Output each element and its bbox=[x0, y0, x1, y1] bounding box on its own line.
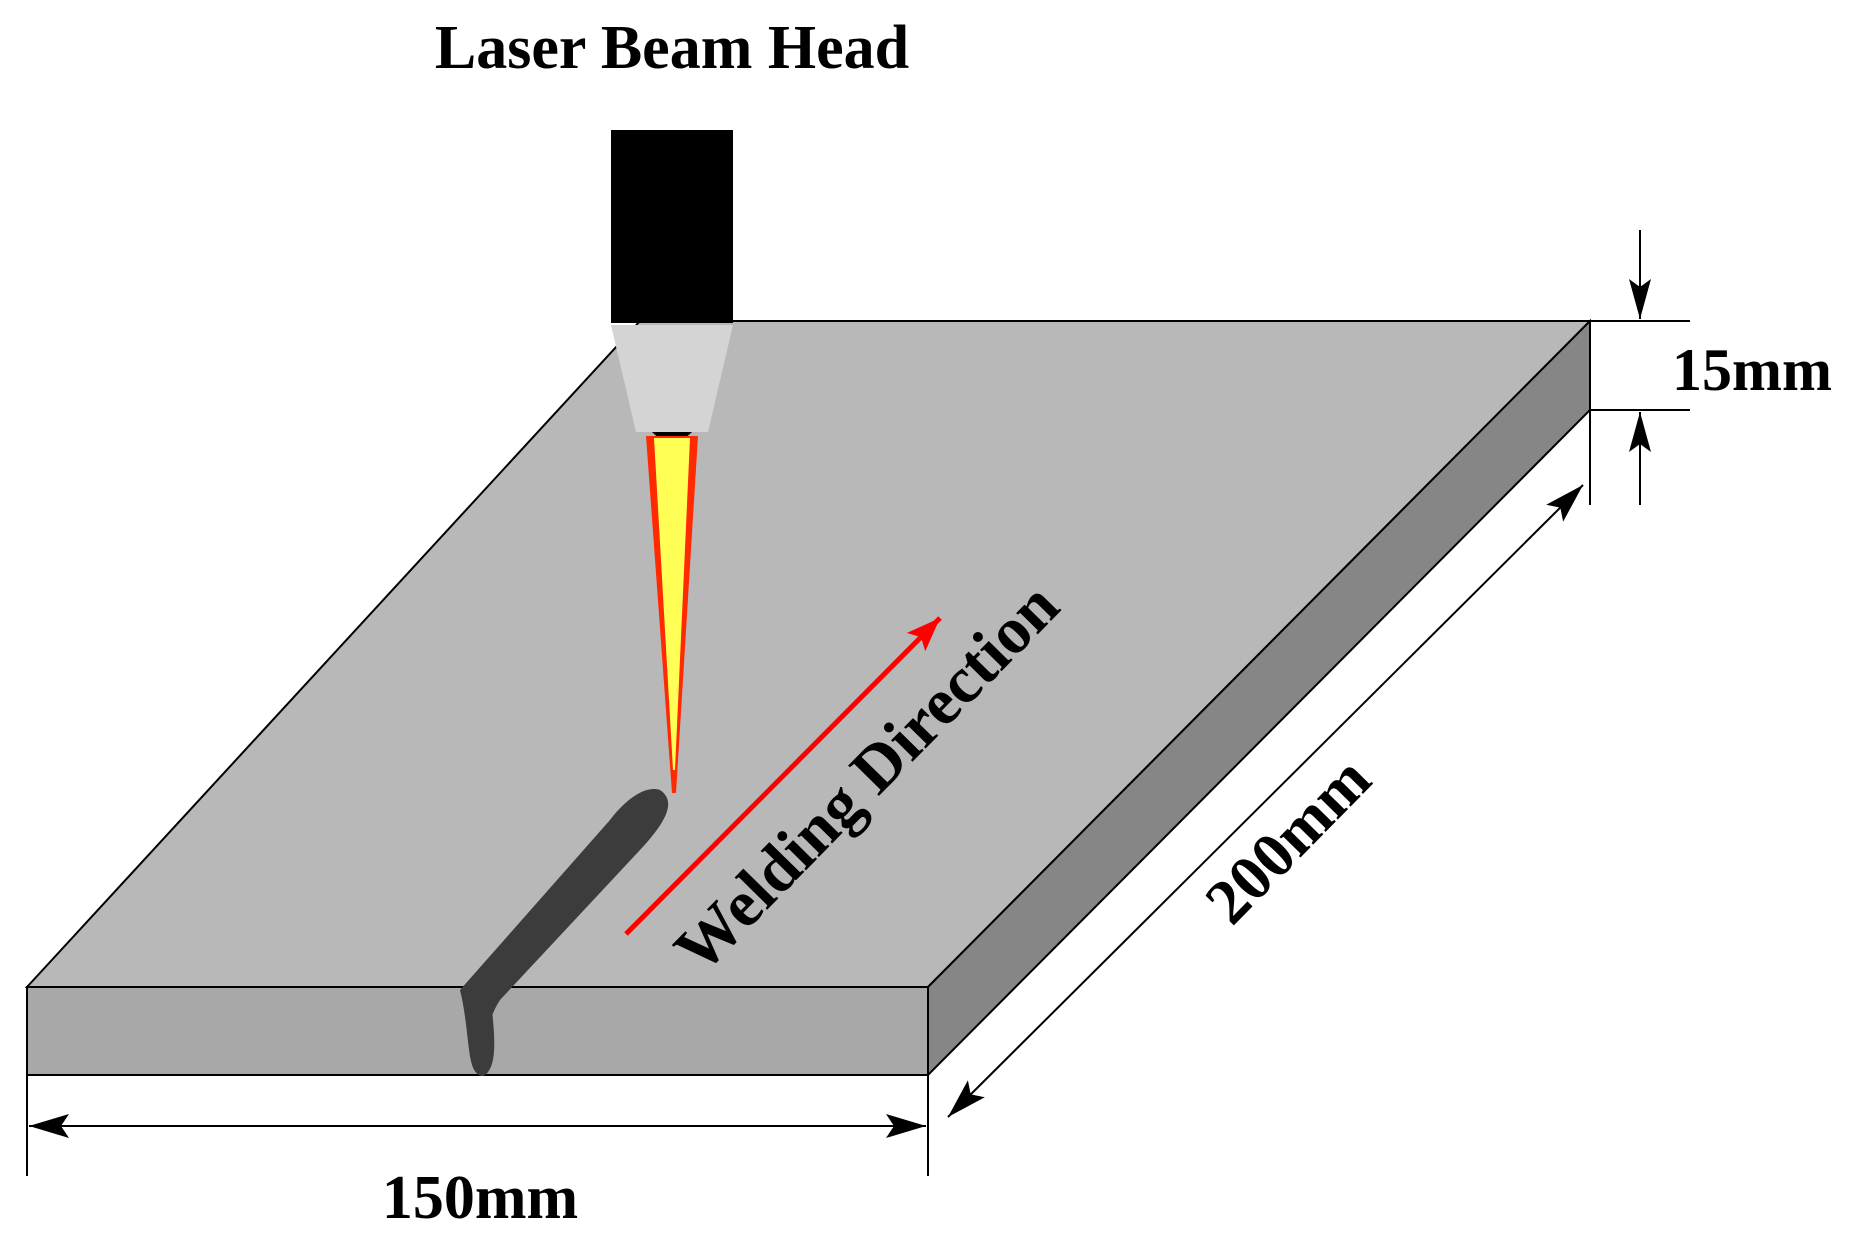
steel-plate bbox=[24, 318, 1593, 1078]
length-dimension bbox=[947, 410, 1591, 1118]
length-arrow bbox=[947, 484, 1584, 1118]
width-dimension bbox=[26, 1075, 929, 1176]
laser-beam-head-label: Laser Beam Head bbox=[435, 14, 909, 82]
width-label: 150mm bbox=[382, 1164, 578, 1232]
laser-beam-head bbox=[611, 130, 733, 793]
laser-nozzle bbox=[611, 325, 733, 432]
thickness-dimension bbox=[1590, 230, 1690, 505]
welding-direction-arrow bbox=[624, 616, 942, 936]
weld-bead bbox=[460, 789, 669, 1076]
weld-penetration bbox=[460, 990, 495, 1076]
weld-seam bbox=[460, 789, 669, 1076]
laser-beam-core bbox=[654, 438, 690, 770]
laser-head-body bbox=[611, 130, 733, 323]
thickness-label: 15mm bbox=[1672, 337, 1832, 403]
